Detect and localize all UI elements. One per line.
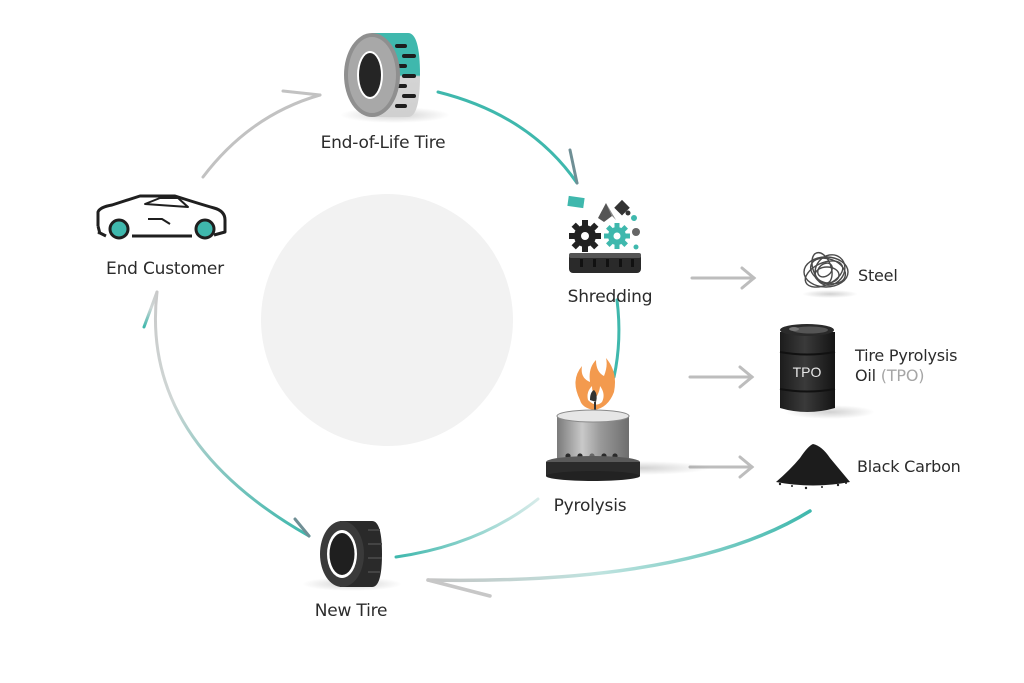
arrow-to-tpo <box>688 365 755 389</box>
carbon-pile-icon <box>776 444 850 490</box>
arrow-black-carbon-to-new-tire <box>426 509 812 598</box>
node-label-new-tire: New Tire <box>314 601 388 621</box>
new-tire-icon <box>302 521 402 591</box>
arrow-to-steel <box>690 266 757 290</box>
tpo-label-oil: Oil <box>855 366 876 385</box>
node-label-shredding: Shredding <box>567 287 653 307</box>
arrow-pyrolysis-to-new-tire <box>394 497 540 559</box>
node-label-end-customer: End Customer <box>106 259 224 279</box>
oil-barrel-icon: TPO <box>779 324 875 419</box>
tpo-label-abbrev: (TPO) <box>880 366 925 385</box>
center-circle <box>261 194 513 446</box>
arrow-eol-to-shredding <box>436 90 579 185</box>
steel-wire-icon <box>802 251 858 298</box>
pyrolysis-burner-icon <box>546 358 710 481</box>
arrow-customer-to-eol <box>201 89 322 179</box>
output-label-black-carbon: Black Carbon <box>857 457 961 476</box>
output-label-steel: Steel <box>858 266 898 285</box>
tpo-label-line2: Oil (TPO) <box>855 366 957 386</box>
barrel-label: TPO <box>793 364 822 380</box>
arrow-shredding-to-pyrolysis <box>612 298 621 379</box>
node-label-pyrolysis: Pyrolysis <box>553 496 627 516</box>
car-icon <box>96 194 227 240</box>
shredder-gears-icon <box>567 195 641 273</box>
tire-teal-icon <box>340 33 450 123</box>
output-label-tpo: Tire Pyrolysis Oil (TPO) <box>855 346 957 386</box>
node-label-end-of-life-tire: End-of-Life Tire <box>320 133 446 153</box>
tpo-label-line1: Tire Pyrolysis <box>855 346 958 365</box>
arrow-new-tire-to-customer <box>142 290 311 538</box>
